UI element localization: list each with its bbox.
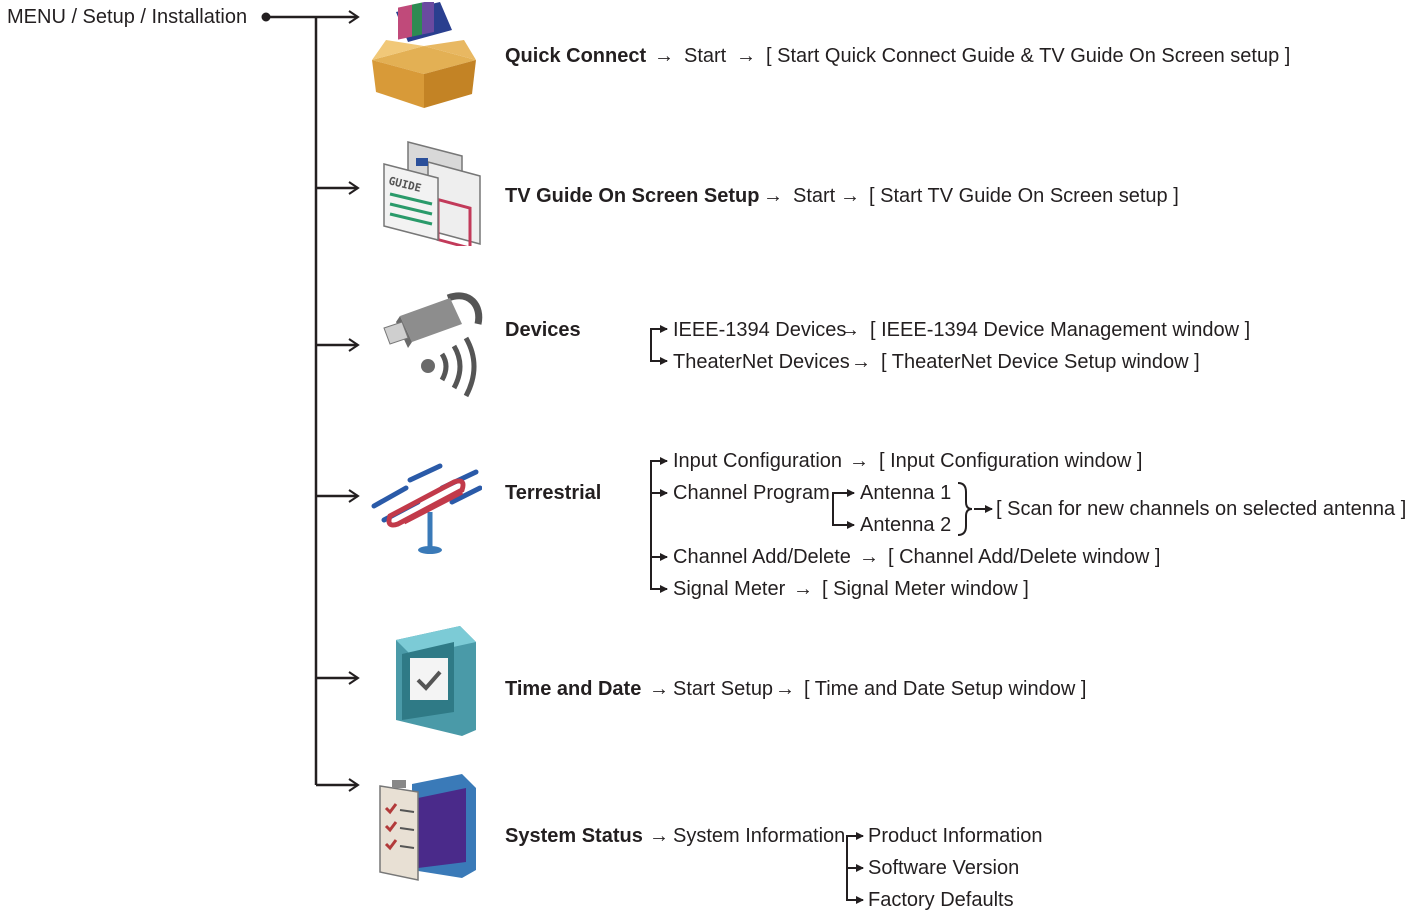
- devices-bracket-1: [650, 325, 668, 337]
- antenna-bracket-2: [832, 497, 855, 529]
- devices-bracket-2: [650, 333, 668, 365]
- terrestrial-title: Terrestrial: [505, 482, 602, 504]
- quick-connect-title: Quick Connect: [505, 45, 647, 67]
- terrestrial-item-label: Channel Program: [673, 482, 830, 504]
- terrestrial-bracket-1: [650, 457, 668, 468]
- antenna-option: Antenna 2: [860, 514, 952, 536]
- terrestrial-item-label: Input Configuration: [673, 450, 843, 472]
- status-bracket-1: [846, 832, 864, 843]
- tv-guide-title: TV Guide On Screen Setup: [505, 185, 760, 207]
- arrow-glyph: →: [840, 185, 860, 207]
- antenna-curly-brace: [957, 482, 973, 536]
- quick-connect-action: Start: [684, 45, 727, 67]
- connector-signal-icon: [383, 292, 483, 398]
- system-status-item: Product Information: [868, 825, 1043, 847]
- antenna-bracket-1: [832, 489, 855, 501]
- root-path-label: MENU / Setup / Installation: [7, 6, 248, 28]
- terrestrial-item-label: Channel Add/Delete: [673, 546, 851, 568]
- time-date-result: [ Time and Date Setup window ]: [804, 678, 1087, 700]
- system-status-item: Software Version: [868, 857, 1020, 879]
- arrow-glyph: →: [763, 185, 783, 207]
- tv-guide-action: Start: [793, 185, 836, 207]
- devices-item-result: [ TheaterNet Device Setup window ]: [881, 351, 1200, 373]
- tv-guide-result: [ Start TV Guide On Screen setup ]: [869, 185, 1179, 207]
- arrow-glyph: →: [851, 351, 871, 373]
- arrow-glyph: →: [840, 319, 860, 341]
- arrow-glyph: →: [654, 45, 674, 67]
- antenna-icon: [371, 463, 482, 554]
- antenna-scan-result: [ Scan for new channels on selected ante…: [996, 498, 1407, 520]
- terrestrial-item-result: [ Input Configuration window ]: [879, 450, 1143, 472]
- checklist-monitor-icon: [379, 774, 476, 881]
- arrow-glyph: →: [649, 678, 669, 700]
- devices-item-result: [ IEEE-1394 Device Management window ]: [870, 319, 1251, 341]
- arrow-glyph: →: [859, 546, 879, 568]
- open-box-icon: [372, 2, 476, 108]
- terrestrial-bracket-4: [650, 465, 668, 593]
- monitor-checkmark-icon: [396, 626, 476, 736]
- system-status-title: System Status: [505, 825, 643, 847]
- arrow-glyph: →: [793, 578, 813, 600]
- antenna-option: Antenna 1: [860, 482, 952, 504]
- terrestrial-item-result: [ Channel Add/Delete window ]: [888, 546, 1161, 568]
- arrow-glyph: →: [649, 825, 669, 847]
- system-status-item: Factory Defaults: [868, 889, 1014, 911]
- quick-connect-result: [ Start Quick Connect Guide & TV Guide O…: [766, 45, 1291, 67]
- devices-item-label: IEEE-1394 Devices: [673, 319, 847, 341]
- terrestrial-item-label: Signal Meter: [673, 578, 786, 600]
- system-status-action: System Information: [673, 825, 846, 847]
- devices-item-label: TheaterNet Devices: [673, 351, 850, 373]
- tv-guide-sheets-icon: GUIDE: [383, 141, 481, 246]
- status-bracket-3: [846, 840, 864, 904]
- arrow-glyph: →: [736, 45, 756, 67]
- time-date-action: Start Setup: [673, 678, 774, 700]
- arrow-glyph: →: [849, 450, 869, 472]
- arrow-glyph: →: [775, 678, 795, 700]
- devices-title: Devices: [505, 319, 581, 341]
- terrestrial-item-result: [ Signal Meter window ]: [822, 578, 1029, 600]
- time-date-title: Time and Date: [505, 678, 642, 700]
